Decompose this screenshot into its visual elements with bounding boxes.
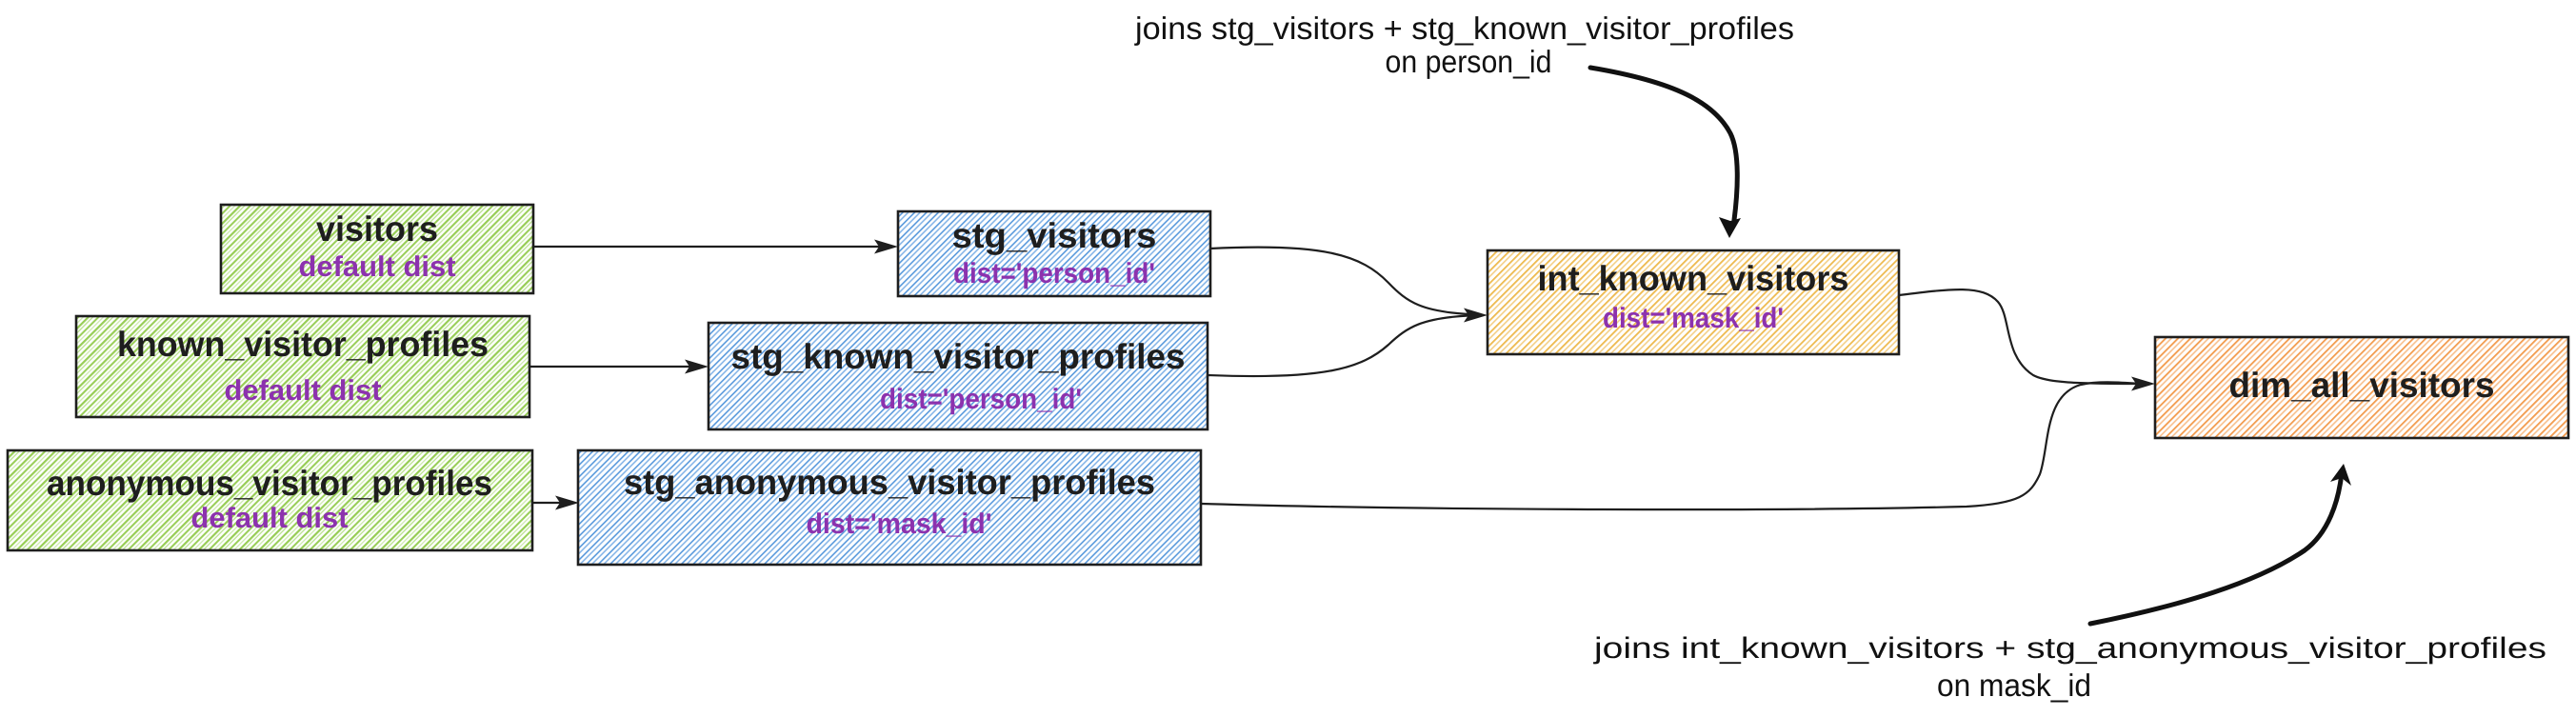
svg-text:int_known_visitors: int_known_visitors bbox=[1538, 259, 1849, 298]
svg-text:on person_id: on person_id bbox=[1386, 44, 1552, 79]
svg-text:stg_known_visitor_profiles: stg_known_visitor_profiles bbox=[731, 337, 1186, 376]
svg-text:visitors: visitors bbox=[316, 209, 438, 249]
svg-text:default dist: default dist bbox=[299, 251, 456, 283]
svg-text:dist='person_id': dist='person_id' bbox=[953, 258, 1155, 289]
svg-text:known_visitor_profiles: known_visitor_profiles bbox=[117, 325, 489, 364]
svg-text:anonymous_visitor_profiles: anonymous_visitor_profiles bbox=[47, 464, 492, 503]
svg-text:joins stg_visitors + stg_known: joins stg_visitors + stg_known_visitor_p… bbox=[1134, 10, 1794, 46]
svg-text:on mask_id: on mask_id bbox=[1937, 667, 2091, 703]
svg-text:dist='person_id': dist='person_id' bbox=[880, 384, 1082, 415]
svg-text:default dist: default dist bbox=[225, 375, 382, 407]
svg-text:stg_anonymous_visitor_profiles: stg_anonymous_visitor_profiles bbox=[624, 463, 1155, 502]
svg-text:stg_visitors: stg_visitors bbox=[952, 216, 1157, 255]
svg-text:default dist: default dist bbox=[191, 503, 349, 534]
svg-text:dist='mask_id': dist='mask_id' bbox=[1603, 303, 1784, 334]
svg-text:dist='mask_id': dist='mask_id' bbox=[807, 508, 992, 540]
svg-text:joins int_known_visitors + stg: joins int_known_visitors + stg_anonymous… bbox=[1593, 631, 2546, 665]
svg-text:dim_all_visitors: dim_all_visitors bbox=[2229, 366, 2495, 405]
